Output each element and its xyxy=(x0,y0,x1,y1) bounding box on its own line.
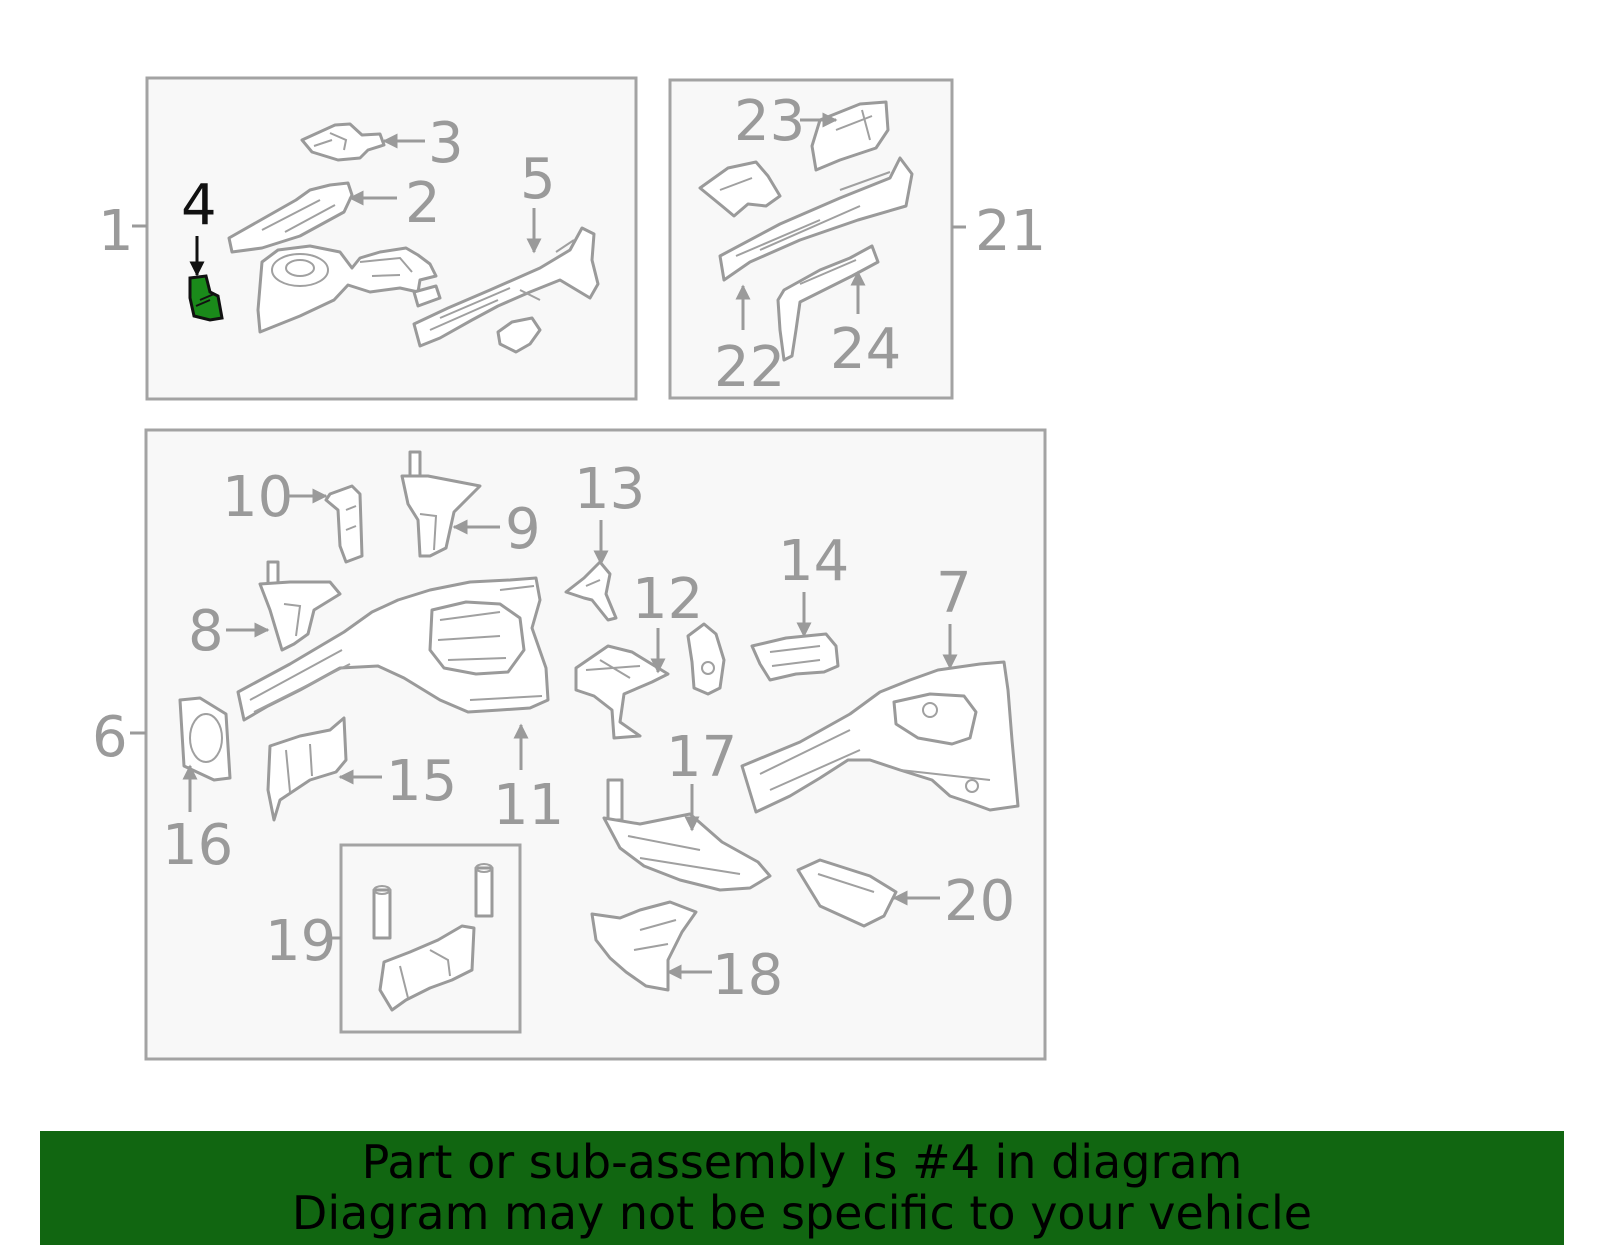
callout-18: 18 xyxy=(666,943,783,1008)
svg-text:21: 21 xyxy=(975,199,1046,264)
part-10-bracket[interactable] xyxy=(324,484,364,564)
part-12-small-bracket[interactable] xyxy=(686,622,726,696)
callout-23: 23 xyxy=(734,89,838,154)
part-4-highlighted[interactable] xyxy=(188,274,224,322)
svg-text:1: 1 xyxy=(98,199,134,264)
part-16-plate[interactable] xyxy=(178,696,232,782)
banner-line-disclaimer: Diagram may not be specific to your vehi… xyxy=(291,1186,1313,1240)
svg-text:7: 7 xyxy=(936,561,972,626)
group-21-frame xyxy=(668,78,954,400)
part-1-apron[interactable] xyxy=(256,244,442,334)
part-13-bracket[interactable] xyxy=(564,560,618,622)
part-17-panel[interactable] xyxy=(602,778,772,892)
svg-text:6: 6 xyxy=(92,705,128,770)
svg-text:10: 10 xyxy=(222,465,293,530)
callout-24: 24 xyxy=(830,270,901,382)
svg-text:5: 5 xyxy=(520,147,556,212)
part-11-wheelhouse[interactable] xyxy=(236,576,550,722)
callout-1: 1 xyxy=(98,199,147,264)
callout-15: 15 xyxy=(338,749,457,814)
svg-text:16: 16 xyxy=(162,813,233,878)
part-8-bracket[interactable] xyxy=(258,560,342,652)
svg-text:2: 2 xyxy=(405,171,441,236)
svg-text:15: 15 xyxy=(386,749,457,814)
callout-22: 22 xyxy=(714,284,785,400)
callout-4: 4 xyxy=(181,173,217,277)
banner-line-part: Part or sub-assembly is #4 in diagram xyxy=(361,1135,1243,1189)
svg-text:24: 24 xyxy=(830,317,901,382)
callout-19: 19 xyxy=(265,909,341,974)
part-20-tray[interactable] xyxy=(796,858,898,928)
svg-text:22: 22 xyxy=(714,335,785,400)
svg-text:14: 14 xyxy=(778,529,849,594)
callout-7: 7 xyxy=(936,561,972,670)
svg-text:19: 19 xyxy=(265,909,336,974)
part-12-crossmember[interactable] xyxy=(574,644,670,740)
callout-16: 16 xyxy=(162,764,233,878)
part-21-small-bracket[interactable] xyxy=(698,160,782,218)
svg-text:17: 17 xyxy=(666,725,737,790)
part-15-panel[interactable] xyxy=(266,716,348,822)
svg-text:18: 18 xyxy=(712,943,783,1008)
callout-21: 21 xyxy=(952,199,1046,264)
part-19-bracket[interactable] xyxy=(372,863,494,1012)
callout-6: 6 xyxy=(92,705,146,770)
part-18-bracket[interactable] xyxy=(590,900,698,992)
callout-5: 5 xyxy=(520,147,556,254)
callout-17: 17 xyxy=(666,725,737,832)
callout-10: 10 xyxy=(222,465,328,530)
svg-text:4: 4 xyxy=(181,173,217,238)
svg-text:11: 11 xyxy=(493,773,564,838)
part-22-rail[interactable] xyxy=(718,156,914,282)
svg-text:9: 9 xyxy=(505,497,541,562)
callout-13: 13 xyxy=(574,457,645,566)
part-9-bracket[interactable] xyxy=(400,450,482,558)
callout-8: 8 xyxy=(188,599,270,664)
callout-12: 12 xyxy=(632,567,703,674)
info-banner: Part or sub-assembly is #4 in diagram Di… xyxy=(40,1131,1564,1245)
callout-11: 11 xyxy=(493,723,564,838)
svg-text:12: 12 xyxy=(632,567,703,632)
svg-text:13: 13 xyxy=(574,457,645,522)
svg-text:8: 8 xyxy=(188,599,224,664)
callout-9: 9 xyxy=(452,497,541,562)
part-5-side-member[interactable] xyxy=(412,226,600,354)
callout-3: 3 xyxy=(382,111,464,176)
callout-2: 2 xyxy=(348,171,441,236)
group-1-frame xyxy=(145,76,638,401)
callout-20: 20 xyxy=(892,869,1015,934)
svg-text:3: 3 xyxy=(428,111,464,176)
svg-text:23: 23 xyxy=(734,89,805,154)
svg-text:20: 20 xyxy=(944,869,1015,934)
callout-14: 14 xyxy=(778,529,849,638)
part-7-side-panel[interactable] xyxy=(740,660,1020,814)
